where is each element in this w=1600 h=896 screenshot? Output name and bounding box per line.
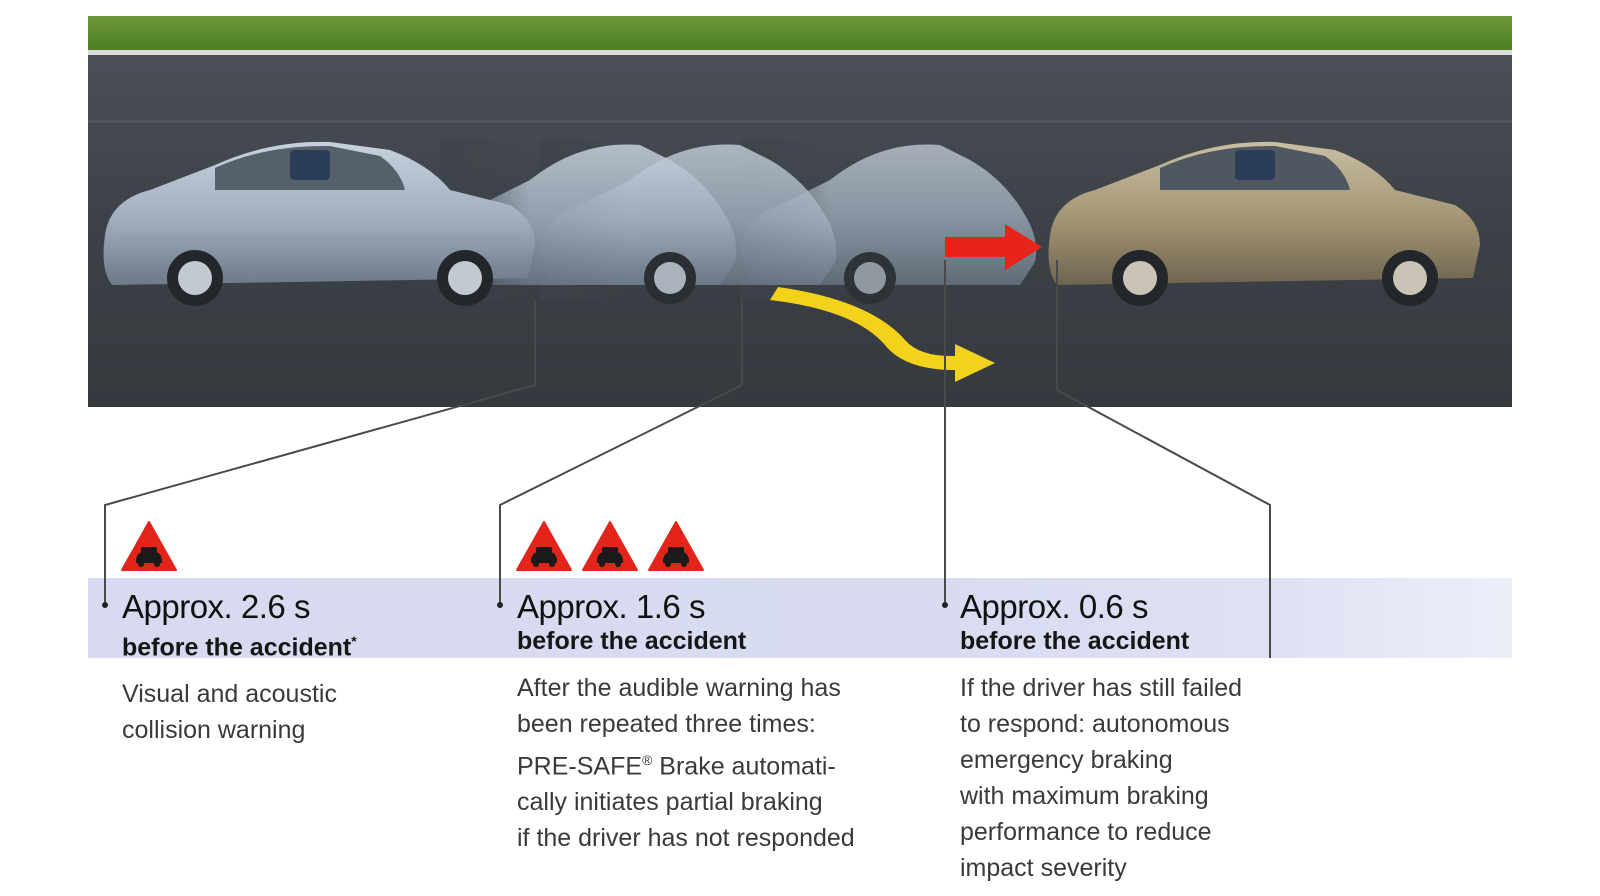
- collision-warning-triangle-icon: [516, 521, 572, 571]
- timeline-dot-3: [942, 602, 948, 608]
- stage-description: If the driver has still failed to respon…: [960, 674, 1243, 882]
- stage-description: Visual and acoustic collision warning: [122, 680, 337, 745]
- stage-description: After the audible warning has been repea…: [517, 674, 855, 853]
- silver-car: [103, 141, 535, 306]
- stage-2-6s: Approx. 2.6 s before the accident* Visua…: [122, 588, 357, 748]
- timeline-dot-2: [497, 602, 503, 608]
- stage-time: Approx. 2.6 s: [122, 588, 310, 625]
- timeline-band: [88, 578, 1512, 658]
- stage-0-6s: Approx. 0.6 s before the accident If the…: [960, 588, 1242, 886]
- stage-1-6s: Approx. 1.6 s before the accident After …: [517, 588, 855, 856]
- yellow-arrow: [770, 287, 995, 382]
- collision-warning-triangle-icon: [582, 521, 638, 571]
- stage-caption: before the accident: [517, 627, 747, 655]
- stage-time: Approx. 0.6 s: [960, 588, 1148, 625]
- road-marking: [88, 120, 1512, 123]
- road-scene: [88, 16, 1512, 560]
- collision-warning-triangle-icon: [121, 521, 177, 571]
- stage-caption: before the accident: [960, 627, 1190, 655]
- warning-group-1: [120, 520, 178, 572]
- leader-lines: [104, 260, 1271, 560]
- red-arrow: [945, 224, 1042, 270]
- footnote-mark: *: [351, 633, 357, 649]
- timeline-dot-1: [102, 602, 108, 608]
- warning-group-2: [515, 520, 705, 572]
- grass-strip: [88, 16, 1512, 50]
- curb-line: [88, 50, 1512, 55]
- gold-car: [1048, 141, 1480, 306]
- collision-warning-triangle-icon: [648, 521, 704, 571]
- stage-caption: before the accident*: [122, 633, 357, 662]
- leader-stubs: [102, 560, 1271, 658]
- stage-time: Approx. 1.6 s: [517, 588, 705, 625]
